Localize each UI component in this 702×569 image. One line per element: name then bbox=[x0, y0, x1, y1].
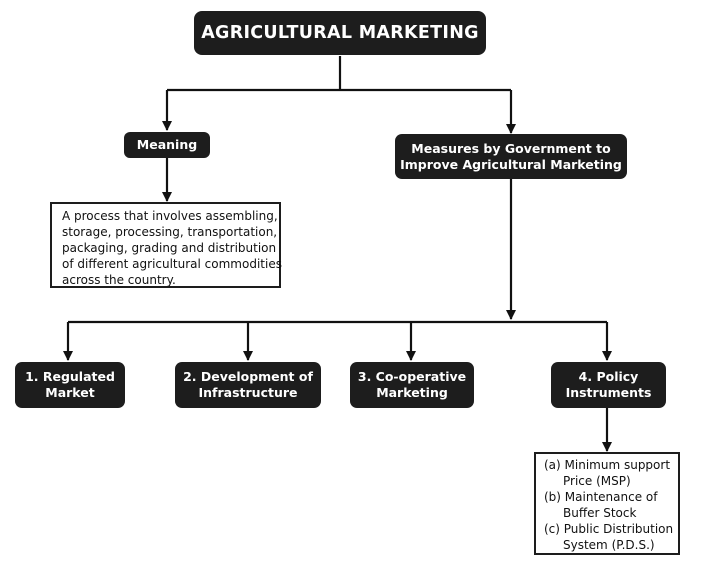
root-node-label: AGRICULTURAL MARKETING bbox=[201, 23, 479, 43]
item-node-label-line: Infrastructure bbox=[198, 385, 298, 400]
item-node-label-line: 1. Regulated bbox=[25, 369, 115, 384]
item-node-regulated-market: 1. Regulated Market bbox=[15, 362, 125, 408]
root-node: AGRICULTURAL MARKETING bbox=[194, 11, 486, 55]
meaning-description-line: packaging, grading and distribution bbox=[62, 241, 277, 255]
item-node-policy-instruments: 4. Policy Instruments bbox=[551, 362, 666, 408]
policy-list-item-continuation: Price (MSP) bbox=[563, 474, 631, 488]
meaning-description-line: storage, processing, transportation, bbox=[62, 225, 278, 239]
item-node-label-line: Instruments bbox=[565, 385, 652, 400]
policy-list-item: (c) Public Distribution bbox=[544, 522, 674, 536]
policy-list-item-continuation: Buffer Stock bbox=[563, 506, 637, 520]
meaning-node: Meaning bbox=[124, 132, 210, 158]
meaning-description-box: A process that involves assembling, stor… bbox=[50, 202, 282, 288]
measures-node-label-line: Measures by Government to bbox=[411, 140, 611, 156]
item-node-infrastructure: 2. Development of Infrastructure bbox=[175, 362, 321, 408]
policy-list-item: (a) Minimum support bbox=[544, 458, 671, 472]
meaning-description-line: of different agricultural commodities bbox=[62, 257, 282, 271]
item-node-label-line: 3. Co-operative bbox=[357, 369, 467, 384]
item-node-label-line: 2. Development of bbox=[183, 369, 313, 384]
item-node-label-line: Market bbox=[45, 385, 95, 400]
meaning-description-line: across the country. bbox=[62, 273, 176, 287]
policy-list-box: (a) Minimum support Price (MSP) (b) Main… bbox=[534, 452, 680, 555]
item-node-label-line: 4. Policy bbox=[578, 369, 639, 384]
meaning-description-line: A process that involves assembling, bbox=[62, 209, 278, 223]
policy-list-item-continuation: System (P.D.S.) bbox=[563, 538, 655, 552]
meaning-node-label: Meaning bbox=[136, 137, 198, 152]
item-node-label-line: Marketing bbox=[376, 385, 448, 400]
measures-node-label-line: Improve Agricultural Marketing bbox=[400, 156, 622, 172]
item-node-cooperative-marketing: 3. Co-operative Marketing bbox=[350, 362, 474, 408]
measures-node: Measures by Government to Improve Agricu… bbox=[395, 134, 627, 179]
policy-list-item: (b) Maintenance of bbox=[544, 490, 658, 504]
